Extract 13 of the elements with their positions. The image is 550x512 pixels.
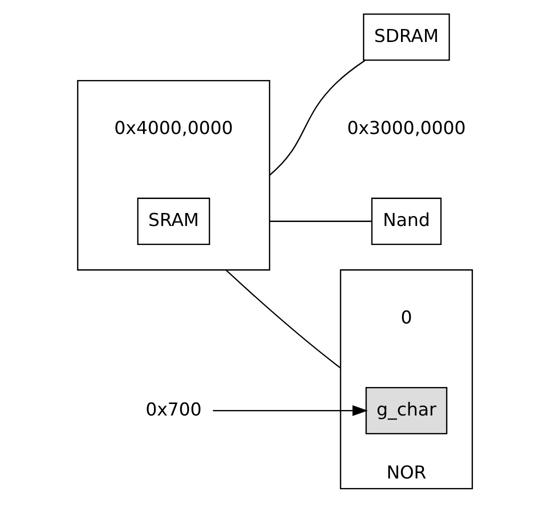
- cluster: [77, 80, 270, 270]
- connector: [270, 220, 372, 222]
- node-label: 0: [400, 306, 412, 328]
- node-box: g_char: [366, 386, 448, 434]
- node-box: Nand: [371, 197, 442, 244]
- node-label: 0x3000,0000: [347, 117, 466, 138]
- connector: [225, 268, 341, 368]
- arrow: [212, 404, 368, 416]
- node-box: SDRAM: [362, 12, 450, 60]
- node-label: 0x4000,0000: [114, 117, 233, 138]
- node-box: SRAM: [137, 197, 210, 244]
- node-text: 0x700: [146, 398, 202, 420]
- connector: [269, 59, 366, 176]
